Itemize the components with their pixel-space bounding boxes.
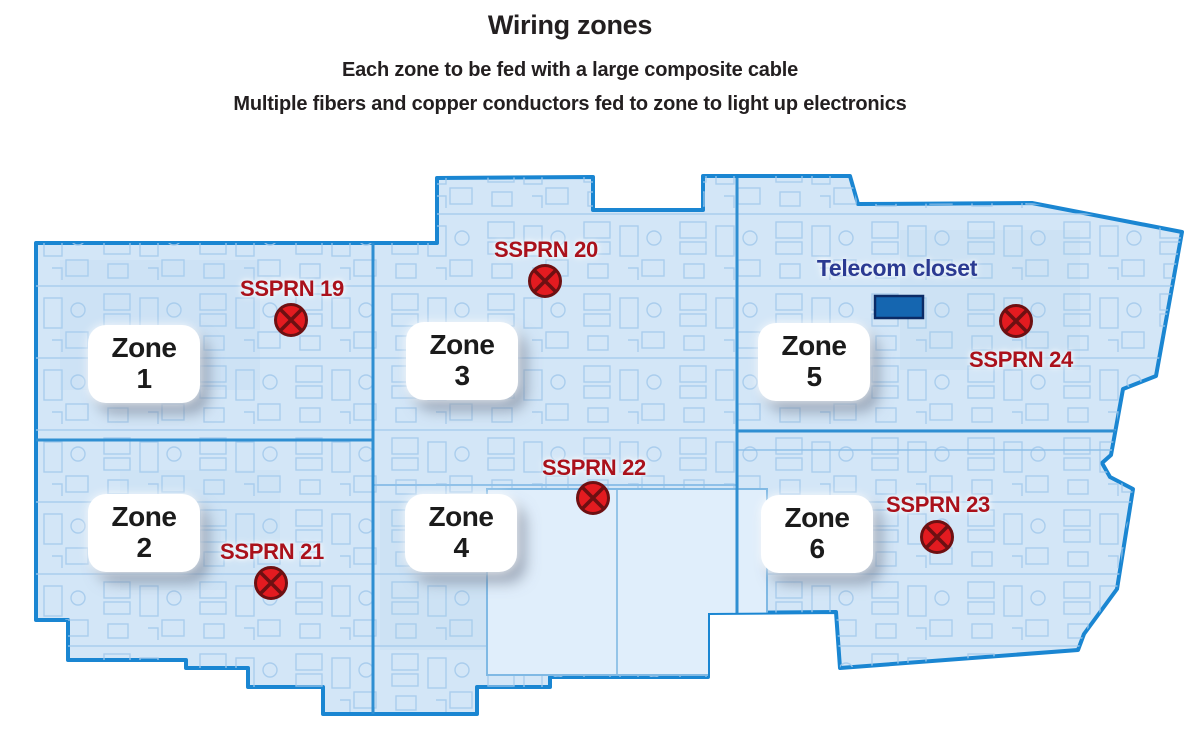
- subtitle-line-1: Each zone to be fed with a large composi…: [341, 59, 799, 81]
- zone-number: 3: [454, 360, 470, 391]
- page-title: Wiring zones: [487, 10, 653, 40]
- ssprn-24-marker-icon: [999, 304, 1033, 338]
- zone-number: 4: [453, 532, 469, 563]
- zone-number: 5: [806, 361, 822, 392]
- ssprn-20-label: SSPRN 20: [494, 237, 598, 262]
- zone-box-5: Zone 5: [758, 323, 870, 401]
- telecom-closet-rect: [873, 294, 925, 320]
- ssprn-23-label: SSPRN 23: [886, 492, 990, 517]
- ssprn-21-marker-icon: [254, 566, 288, 600]
- zone-number: 1: [136, 363, 152, 394]
- zone-box-4: Zone 4: [405, 494, 517, 572]
- zone-dividers: [36, 178, 1115, 714]
- zone-box-6: Zone 6: [761, 495, 873, 573]
- ssprn-21-label: SSPRN 21: [220, 539, 324, 564]
- ssprn-19-marker-icon: [274, 303, 308, 337]
- zone-box-1: Zone 1: [88, 325, 200, 403]
- subtitle-line-2: Multiple fibers and copper conductors fe…: [233, 93, 907, 115]
- zone-word: Zone: [429, 329, 495, 361]
- ssprn-22-label: SSPRN 22: [542, 455, 646, 480]
- zone-number: 2: [136, 532, 152, 563]
- zone-word: Zone: [111, 501, 177, 533]
- zone-number: 6: [809, 533, 825, 564]
- telecom-closet-label: Telecom closet: [816, 255, 978, 281]
- ssprn-19-label: SSPRN 19: [240, 276, 344, 301]
- zone-word: Zone: [781, 330, 847, 362]
- zone-word: Zone: [784, 502, 850, 534]
- blueprint-texture: [36, 176, 1182, 714]
- ssprn-24-label: SSPRN 24: [969, 347, 1073, 372]
- zone-word: Zone: [111, 332, 177, 364]
- ssprn-20-marker-icon: [528, 264, 562, 298]
- zone-box-3: Zone 3: [406, 322, 518, 400]
- zone-box-2: Zone 2: [88, 494, 200, 572]
- ssprn-23-marker-icon: [920, 520, 954, 554]
- zone-word: Zone: [428, 501, 494, 533]
- ssprn-22-marker-icon: [576, 481, 610, 515]
- ssprn-markers: [254, 264, 1033, 600]
